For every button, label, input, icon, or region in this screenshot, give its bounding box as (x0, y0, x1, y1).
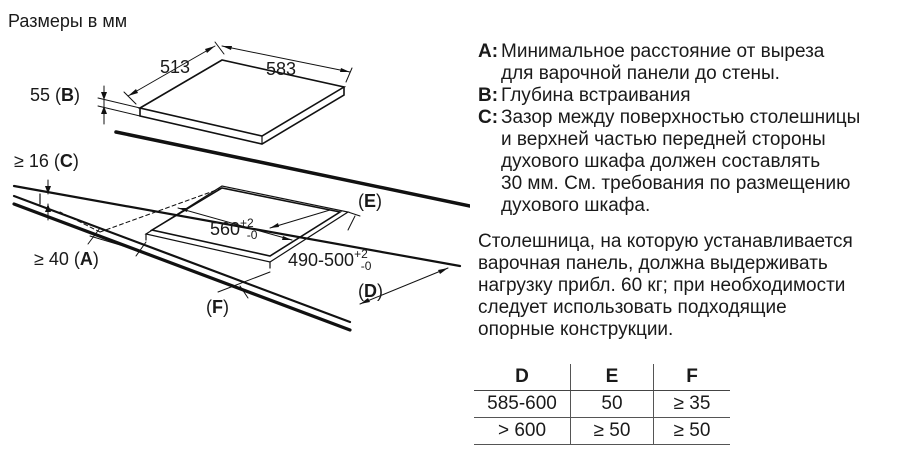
label-c: ≥ 16 (C) (14, 151, 79, 171)
table-header-row: D E F (474, 364, 730, 391)
worktop-reference-line (114, 130, 470, 208)
label-583: 583 (266, 59, 297, 79)
worktop-front-bottom (12, 202, 352, 332)
note-c-line-1: Зазор между поверхностью столешницы (501, 107, 861, 128)
heading: Размеры в мм (8, 11, 128, 31)
label-f-letter: F (212, 297, 223, 317)
label-a-value: ≥ 40 (34, 249, 69, 269)
label-d-letter: D (364, 281, 377, 301)
note-a-line-1: Минимальное расстояние от выреза (501, 41, 825, 62)
note-c-letter: C: (478, 107, 499, 128)
table-cell: ≥ 50 (570, 417, 654, 445)
paragraph-line-5: опорные конструкции. (478, 319, 674, 340)
note-c-line-2: и верхней частью передней стороны (501, 129, 826, 150)
table-cell: ≥ 50 (653, 417, 730, 445)
label-560: 560+2-0 (210, 217, 257, 241)
note-a: A: Минимальное расстояние от выреза для … (478, 41, 860, 85)
label-490-500: 490-500+2-0 (288, 248, 371, 272)
table-header-f: F (653, 364, 730, 391)
cutout-width-tol-minus: -0 (246, 228, 258, 242)
load-paragraph: Столешница, на которую устанавливается в… (478, 231, 918, 341)
note-b-letter: B: (478, 85, 499, 106)
cutout-depth-tol-plus: +2 (354, 247, 368, 261)
paragraph-line-4: следует использовать подходящие (478, 297, 787, 318)
paragraph-line-1: Столешница, на которую устанавливается (478, 231, 853, 252)
table-header-e: E (570, 364, 654, 391)
label-a-letter: A (79, 249, 93, 269)
label-513: 513 (160, 57, 191, 77)
cutout-width-tol-plus: +2 (240, 216, 254, 230)
label-c-value: ≥ 16 (14, 151, 49, 171)
worktop-front-top (12, 194, 352, 324)
paragraph-line-2: варочная панель, должна выдерживать (478, 253, 828, 274)
cutout-depth-value: 490-500 (288, 250, 355, 270)
clearance-table: D E F 585-600 50 ≥ 35 > 600 ≥ 50 ≥ 50 (474, 364, 730, 445)
label-b-value: 55 (30, 85, 51, 105)
label-e: (E) (358, 191, 383, 211)
note-c-line-3: духового шкафа должен составлять (501, 151, 821, 172)
table-cell: 50 (570, 390, 654, 418)
note-c-line-4: 30 мм. См. требования по размещению (501, 173, 851, 194)
note-a-letter: A: (478, 41, 499, 62)
paragraph-line-3: нагрузку прибл. 60 кг; при необходимости (478, 275, 846, 296)
installation-drawing (12, 41, 470, 332)
table-row: > 600 ≥ 50 ≥ 50 (474, 417, 730, 445)
cutout-width-value: 560 (210, 219, 241, 239)
note-c: C: Зазор между поверхностью столешницы и… (478, 107, 860, 217)
label-e-letter: E (364, 191, 377, 211)
note-b-line-1: Глубина встраивания (501, 85, 691, 106)
cutout-outline (149, 187, 343, 257)
label-a: ≥ 40 (A) (34, 249, 99, 269)
label-c-letter: C (59, 151, 73, 171)
label-d: (D) (358, 281, 383, 301)
table-header-d: D (474, 364, 571, 391)
worktop-back-edge (12, 184, 462, 268)
legend-notes: A: Минимальное расстояние от выреза для … (478, 41, 860, 217)
label-b: 55 (B) (30, 85, 81, 105)
table-row: 585-600 50 ≥ 35 (474, 390, 730, 418)
cutout-depth-tol-minus: -0 (360, 259, 372, 273)
note-a-line-2: для варочной панели до стены. (501, 63, 780, 84)
table-cell: ≥ 35 (653, 390, 730, 418)
label-f: (F) (206, 297, 229, 317)
label-b-letter: B (61, 85, 75, 105)
table-cell: > 600 (474, 417, 571, 445)
note-b: B: Глубина встраивания (478, 85, 860, 107)
table-cell: 585-600 (474, 390, 571, 418)
note-c-line-5: духового шкафа. (501, 195, 651, 216)
